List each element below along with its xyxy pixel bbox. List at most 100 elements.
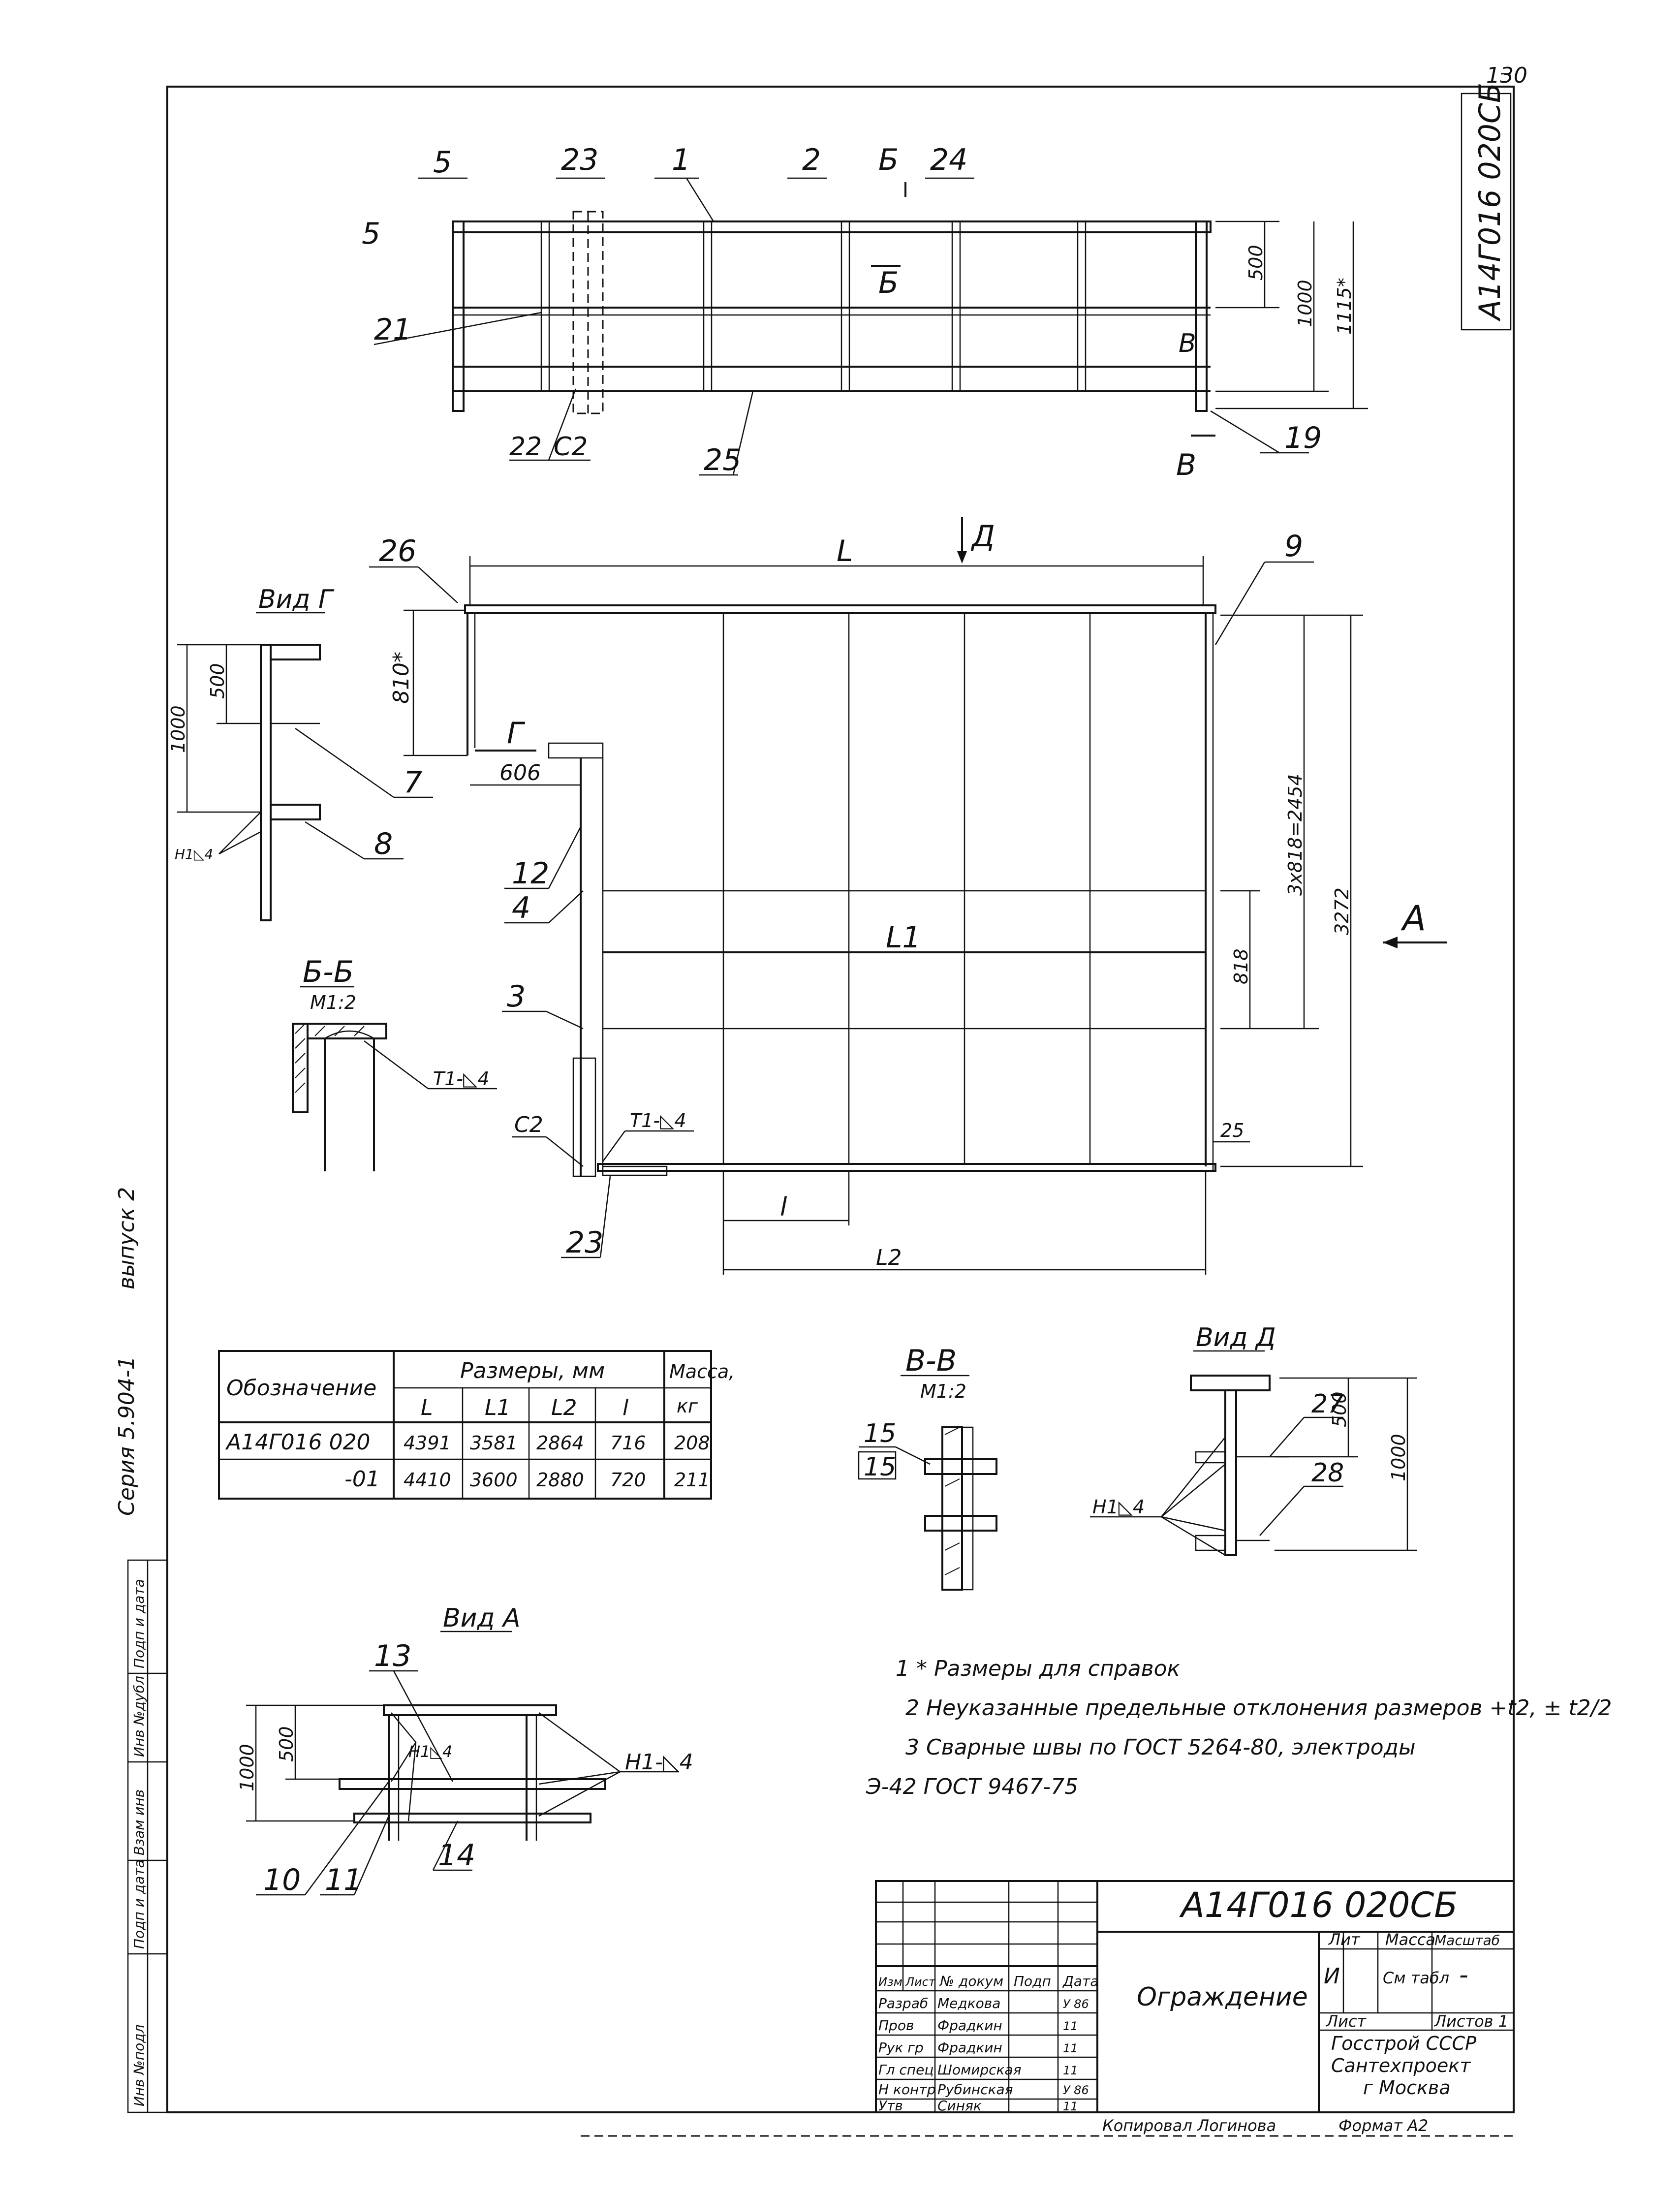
tb-lit-value: И: [1324, 1964, 1340, 1989]
tb-role: Гл спец: [878, 2062, 933, 2078]
callout-c2-front: С2: [554, 432, 588, 462]
plan-dim-810: 810*: [389, 652, 414, 704]
callout-3: 3: [507, 979, 526, 1014]
tb-date: 11: [1063, 2041, 1078, 2055]
table-cell-L: 4391: [404, 1432, 451, 1454]
left-stamp: Подп и дата Инв №дубл Взам инв Подп и да…: [127, 1559, 168, 2113]
view-a-title: Вид А: [443, 1603, 521, 1633]
plan-arrow-d: Д: [970, 519, 995, 554]
table-cell-L1: 3581: [470, 1432, 518, 1454]
note-4: Э-42 ГОСТ 9467-75: [866, 1774, 1078, 1799]
stamp-sign-date-1: Подп и дата: [131, 1579, 147, 1668]
plan-arrow-a: А: [1400, 898, 1426, 939]
tb-mass-head: Масса: [1385, 1930, 1435, 1949]
tb-mass-value: См табл: [1383, 1969, 1449, 1987]
callout-13: 13: [374, 1639, 411, 1673]
view-g-dim-500: 500: [207, 663, 228, 699]
table-head-sizes: Размеры, мм: [460, 1358, 605, 1383]
plan-view: L 810* 606 L1 818 3x818=2454 3272 25 l: [369, 517, 1447, 1275]
table-row: А14Г016 020 4391 3581 2864 716 208: [225, 1430, 710, 1455]
note-3: 3 Сварные швы по ГОСТ 5264-80, электроды: [905, 1735, 1416, 1760]
callout-12: 12: [512, 856, 549, 891]
sheet-number: 130: [1486, 63, 1527, 88]
doc-code-vertical: А14Г016 020СБ: [1473, 83, 1507, 322]
tb-col-list: Лист: [905, 1975, 936, 1989]
callout-11: 11: [325, 1863, 362, 1897]
tb-person: Фрадкин: [937, 2017, 1002, 2034]
callout-5a: 5: [433, 145, 452, 180]
callout-23-plan: 23: [566, 1225, 603, 1260]
callout-26: 26: [379, 534, 416, 568]
notes: 1 * Размеры для справок 2 Неуказанные пр…: [866, 1656, 1612, 1799]
callout-24: 24: [930, 143, 967, 177]
plan-dim-L2: L2: [876, 1245, 902, 1270]
table-cell-mass: 211: [674, 1469, 710, 1491]
plan-dim-3x818: 3x818=2454: [1284, 774, 1306, 896]
table-cell-l: 716: [610, 1432, 646, 1454]
tb-code: А14Г016 020СБ: [1179, 1885, 1458, 1925]
callout-15a: 15: [864, 1419, 896, 1448]
view-d-weld: Н1◺4: [1092, 1496, 1145, 1518]
table-col-L2: L2: [551, 1395, 577, 1420]
tb-role: Разраб: [878, 1995, 928, 2011]
table-head-mass-unit: кг: [677, 1395, 698, 1417]
callout-8: 8: [374, 827, 393, 861]
tb-sheet: Лист: [1326, 2012, 1367, 2031]
footer-format: Формат А2: [1338, 2116, 1428, 2135]
callout-v-bottom: В: [1176, 448, 1196, 482]
callout-19: 19: [1284, 421, 1322, 455]
tb-role: Н контр: [878, 2081, 935, 2098]
plan-dim-L1: L1: [886, 920, 921, 955]
tb-person: Рубинская: [937, 2081, 1013, 2098]
callout-23: 23: [561, 143, 598, 177]
view-d-dim-1000: 1000: [1388, 1434, 1409, 1481]
section-b-top: Б: [878, 143, 899, 177]
tb-col-date: Дата: [1062, 1973, 1099, 1989]
plan-dim-25: 25: [1220, 1120, 1244, 1141]
section-bb-title: Б-Б: [303, 955, 354, 989]
view-d: Вид Д 500 1000 27 28 Н1◺4: [1090, 1323, 1417, 1556]
callout-7: 7: [404, 765, 422, 800]
section-vv: В-В М1:2 15 15: [858, 1344, 997, 1591]
tb-sheets: Листов 1: [1434, 2012, 1508, 2031]
callout-14: 14: [438, 1838, 475, 1873]
tb-date: 11: [1063, 2100, 1078, 2113]
tb-name: Ограждение: [1137, 1982, 1308, 2012]
view-d-dim-500: 500: [1329, 1391, 1350, 1427]
view-g-title: Вид Г: [258, 585, 335, 614]
callout-1: 1: [672, 143, 690, 177]
section-vv-scale: М1:2: [920, 1380, 966, 1402]
section-vv-title: В-В: [905, 1344, 957, 1378]
view-a-dim-1000: 1000: [236, 1744, 258, 1791]
table-cell-designation: -01: [344, 1467, 380, 1492]
tb-org2: Сантехпроект: [1331, 2055, 1471, 2076]
callout-c2-plan: С2: [514, 1112, 543, 1137]
plan-weld-t1: Т1-◺4: [630, 1110, 686, 1131]
front-dim-1000: 1000: [1294, 280, 1316, 327]
tb-person: Фрадкин: [937, 2039, 1002, 2056]
note-1: 1 * Размеры для справок: [896, 1656, 1180, 1681]
view-g-dim-1000: 1000: [167, 705, 189, 753]
callout-2: 2: [802, 143, 821, 177]
plan-dim-818: 818: [1230, 948, 1252, 984]
tb-col-sign: Подп: [1014, 1973, 1051, 1989]
footer-copied: Копировал Логинова: [1102, 2116, 1276, 2135]
tb-scale-value: -: [1459, 1960, 1468, 1990]
table-cell-l: 720: [610, 1469, 646, 1491]
tb-person: Медкова: [937, 1995, 1000, 2011]
stamp-inv-dubl: Инв №дубл: [131, 1676, 147, 1757]
view-g-weld: Н1◺4: [175, 846, 213, 862]
title-block: Изм Лист № докум Подп Дата Разраб Медков…: [875, 1880, 1515, 2114]
table-cell-L: 4410: [404, 1469, 451, 1491]
section-b-bottom: Б: [878, 266, 899, 300]
stamp-vzam-inv: Взам инв: [131, 1789, 147, 1855]
tb-role: Рук гр: [878, 2039, 924, 2056]
stamp-inv-podl: Инв №подл: [131, 2024, 147, 2106]
front-view: 500 1000 1115* 5 23 1 2 Б 24 5 21 22 С2 …: [362, 143, 1368, 482]
callout-21: 21: [374, 313, 411, 347]
tb-org1: Госстрой СССР: [1331, 2033, 1476, 2054]
table-col-L1: L1: [485, 1395, 511, 1420]
section-bb-scale: М1:2: [310, 992, 356, 1013]
table-cell-L2: 2880: [536, 1469, 584, 1491]
